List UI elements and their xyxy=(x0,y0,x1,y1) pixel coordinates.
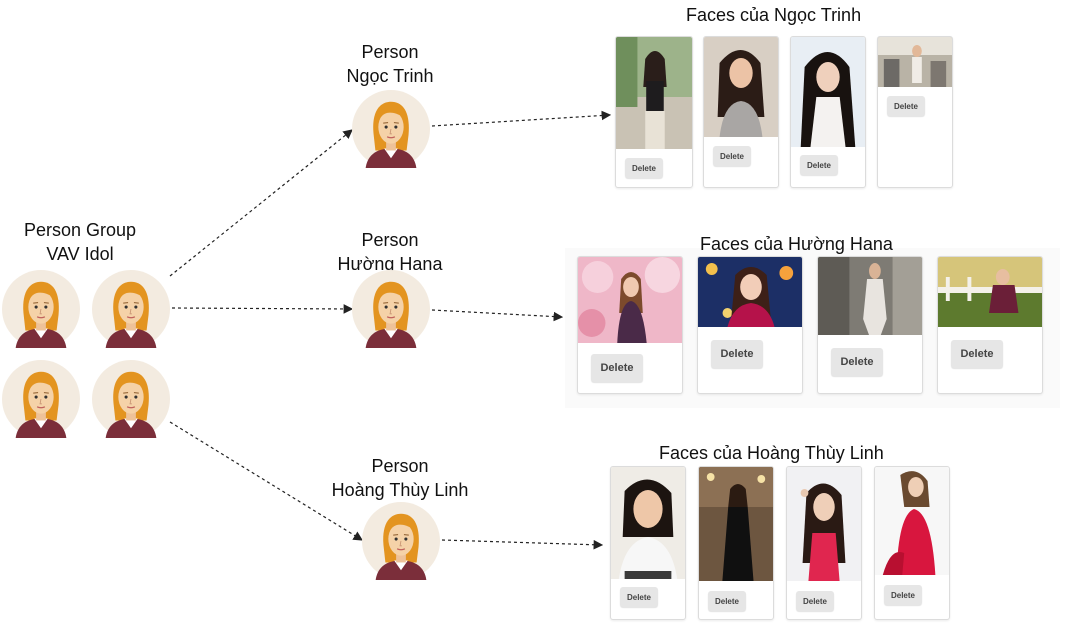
person-label-line1: Person xyxy=(361,42,419,62)
delete-button[interactable]: Delete xyxy=(591,354,643,382)
face-card: Delete xyxy=(697,256,803,394)
arrow-ngoc-trinh-to-faces xyxy=(431,110,612,127)
arrow-huong-hana-to-faces xyxy=(431,309,564,322)
faces-title-ngoc-trinh: Faces của Ngọc Trinh xyxy=(686,5,862,25)
face-card: Delete xyxy=(817,256,923,394)
person-label-line2: Hường Hana xyxy=(337,254,443,274)
delete-button[interactable]: Delete xyxy=(625,158,663,178)
face-card: Delete xyxy=(877,36,953,188)
group-avatar-1 xyxy=(2,270,80,348)
delete-button[interactable]: Delete xyxy=(713,146,751,166)
delete-button[interactable]: Delete xyxy=(831,348,883,376)
faces-title-hoang-thuy-linh: Faces của Hoàng Thùy Linh xyxy=(659,443,884,463)
face-card: Delete xyxy=(703,36,779,188)
person-avatar-huong-hana[interactable] xyxy=(352,270,430,348)
person-label-ngoc-trinh: Person Ngọc Trinh xyxy=(320,40,460,88)
delete-button[interactable]: Delete xyxy=(884,585,922,605)
arrow-hoang-thuy-linh-to-faces xyxy=(441,539,604,550)
person-avatar-ngoc-trinh[interactable] xyxy=(352,90,430,168)
person-label-hoang-thuy-linh: Person Hoàng Thùy Linh xyxy=(315,454,485,502)
arrow-group-to-huong-hana xyxy=(171,304,354,314)
person-group-title: Person Group VAV Idol xyxy=(0,218,160,266)
face-card: Delete xyxy=(610,466,686,620)
delete-button[interactable]: Delete xyxy=(620,587,658,607)
face-photo xyxy=(938,257,1042,327)
delete-button[interactable]: Delete xyxy=(800,155,838,175)
person-group-title-line2: VAV Idol xyxy=(46,244,114,264)
face-photo xyxy=(878,37,952,87)
person-label-huong-hana: Person Hường Hana xyxy=(320,228,460,276)
face-photo xyxy=(698,257,802,327)
person-label-line2: Ngọc Trinh xyxy=(346,66,434,86)
face-photo xyxy=(787,467,861,581)
face-photo xyxy=(791,37,865,147)
group-avatar-3 xyxy=(2,360,80,438)
face-photo xyxy=(875,467,949,575)
face-photo xyxy=(704,37,778,137)
group-avatar-4 xyxy=(92,360,170,438)
delete-button[interactable]: Delete xyxy=(711,340,763,368)
delete-button[interactable]: Delete xyxy=(951,340,1003,368)
faces-title-huong-hana: Faces của Hường Hana xyxy=(700,234,893,254)
group-avatar-2 xyxy=(92,270,170,348)
face-card: Delete xyxy=(937,256,1043,394)
face-photo xyxy=(616,37,692,149)
face-card: Delete xyxy=(698,466,774,620)
delete-button[interactable]: Delete xyxy=(708,591,746,611)
face-card: Delete xyxy=(615,36,693,188)
delete-button[interactable]: Delete xyxy=(796,591,834,611)
face-photo xyxy=(818,257,922,335)
face-card: Delete xyxy=(790,36,866,188)
person-label-line2: Hoàng Thùy Linh xyxy=(331,480,469,500)
face-card: Delete xyxy=(577,256,683,394)
face-card: Delete xyxy=(874,466,950,620)
face-photo xyxy=(611,467,685,579)
person-avatar-hoang-thuy-linh[interactable] xyxy=(362,502,440,580)
face-photo xyxy=(699,467,773,581)
person-label-line1: Person xyxy=(361,230,419,250)
face-photo xyxy=(578,257,682,343)
person-group-title-line1: Person Group xyxy=(23,220,137,240)
face-card: Delete xyxy=(786,466,862,620)
delete-button[interactable]: Delete xyxy=(887,96,925,116)
person-label-line1: Person xyxy=(371,456,429,476)
